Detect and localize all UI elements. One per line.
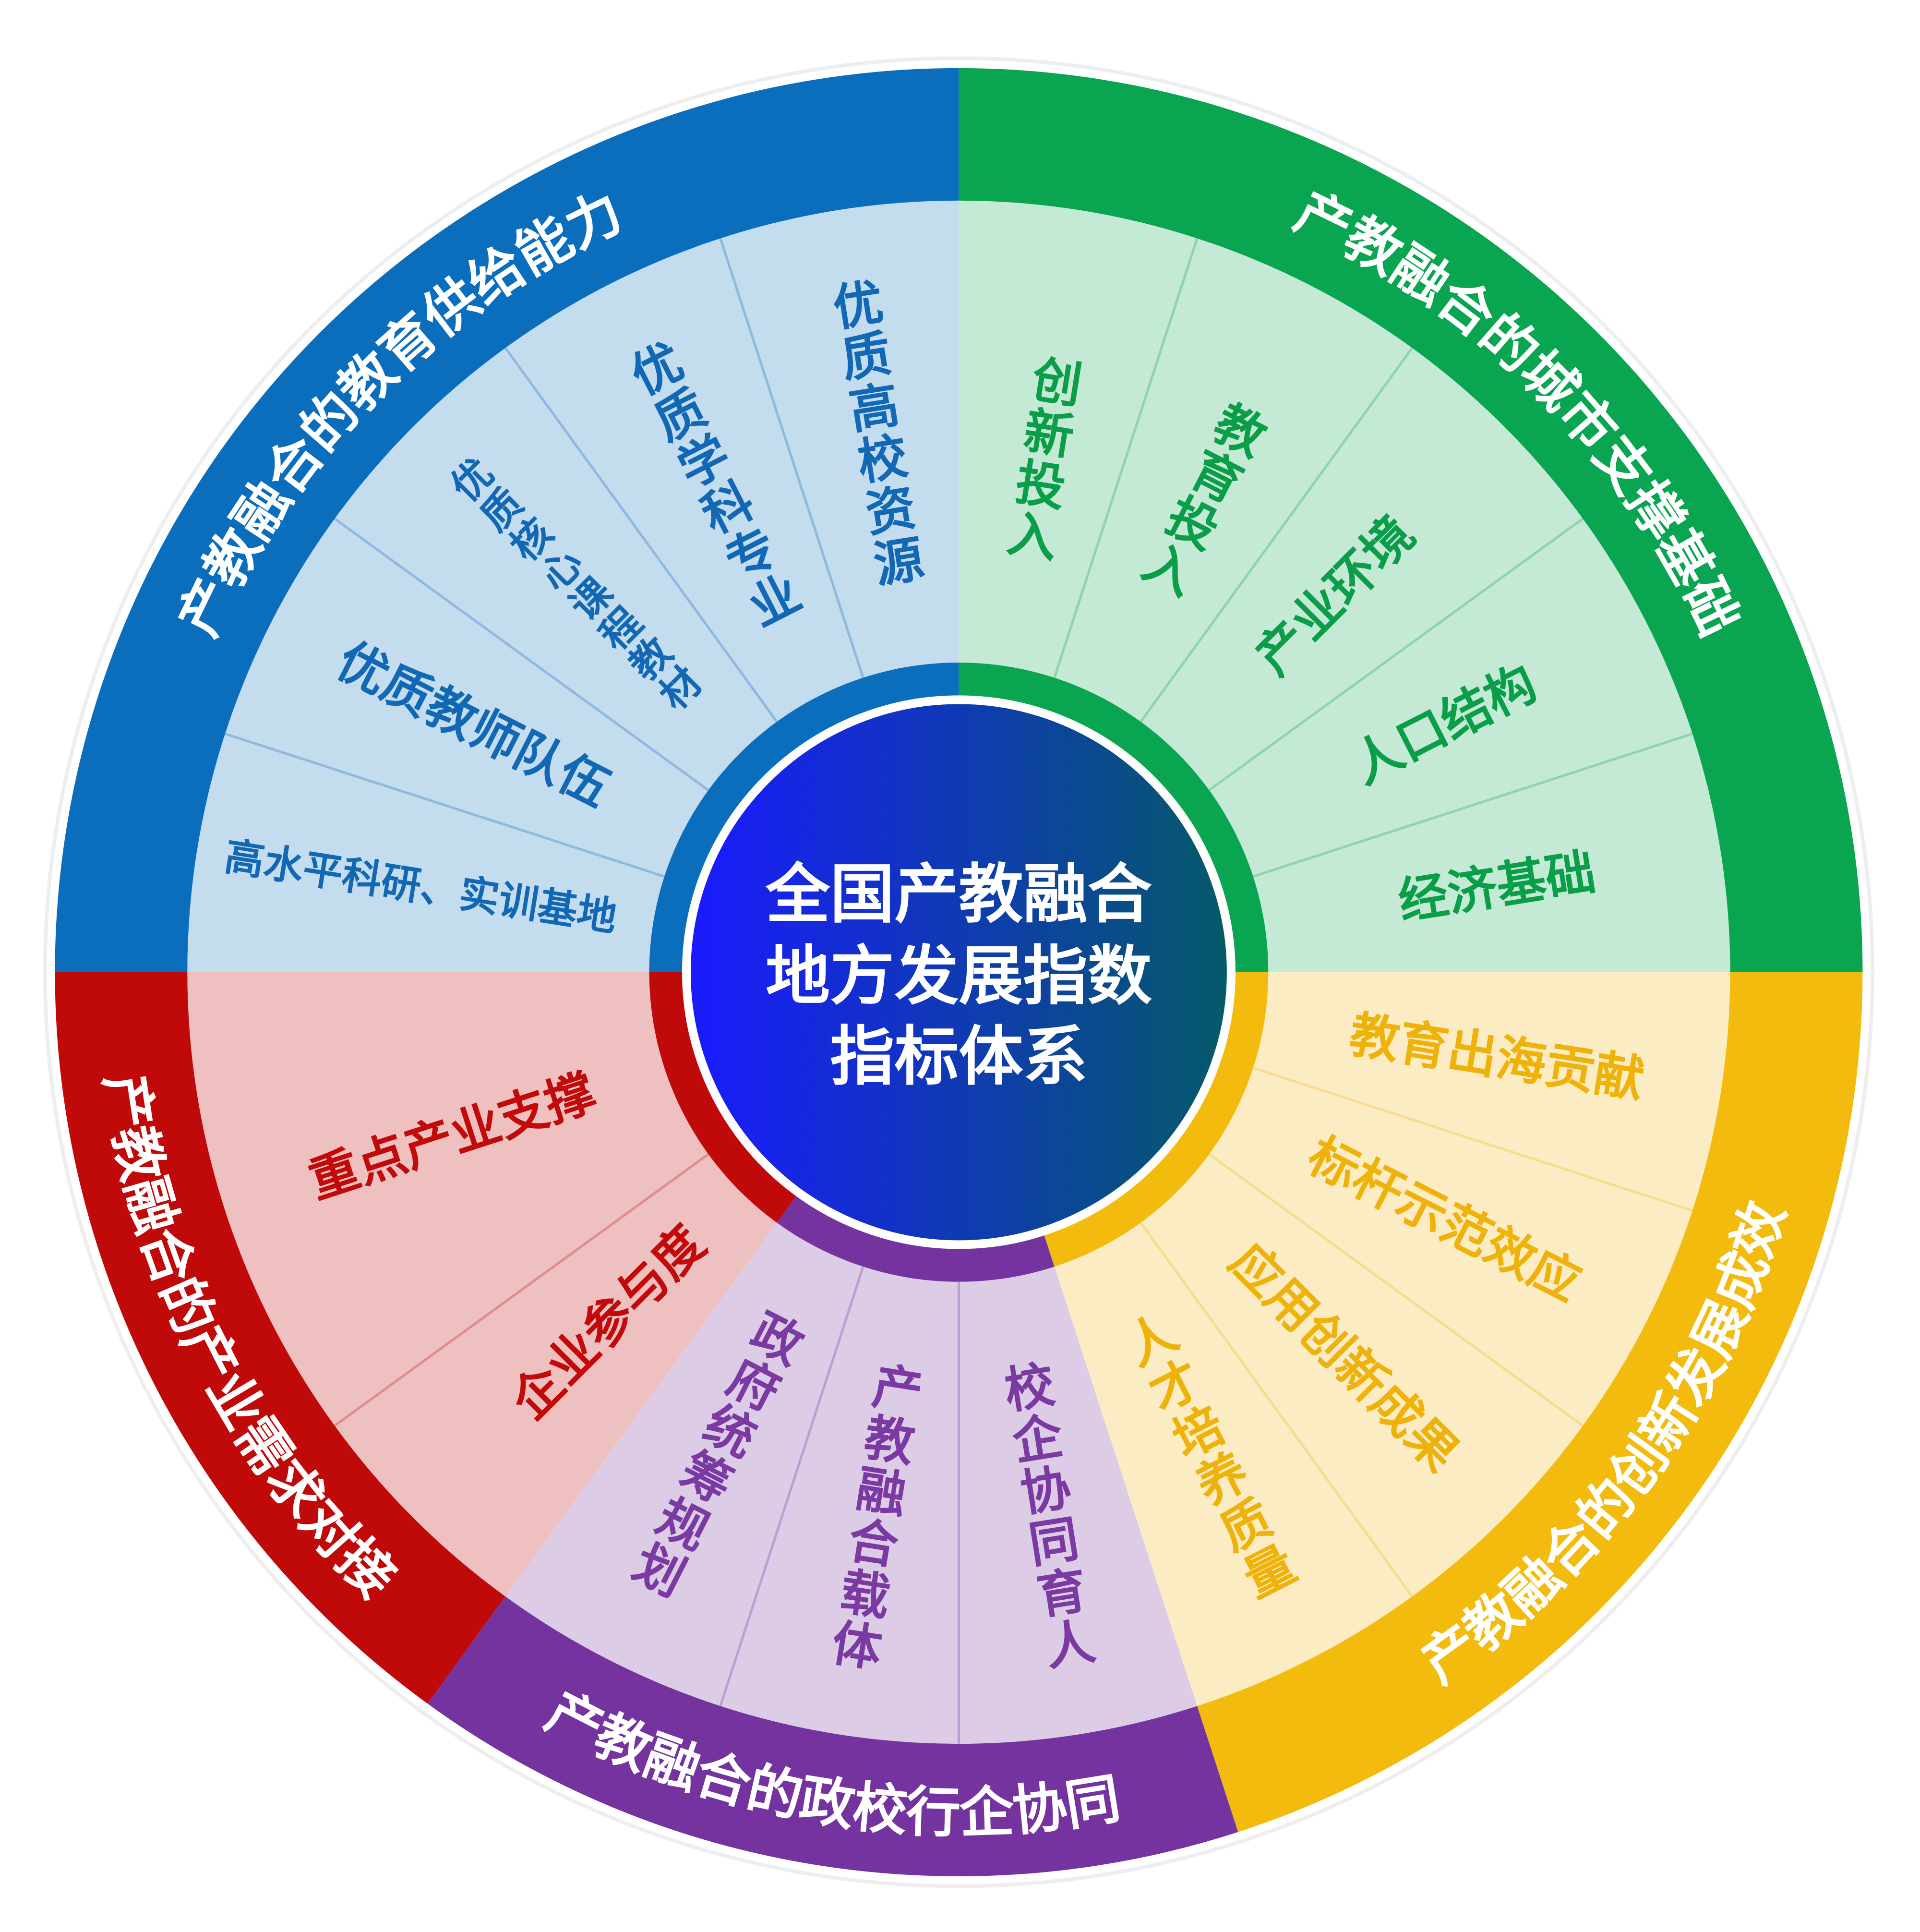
dimension-city-support bbox=[959, 68, 1863, 972]
dimension-outer-band bbox=[55, 68, 959, 972]
dimension-inner-ring bbox=[649, 663, 959, 972]
center-title-line-3: 指标体系 bbox=[830, 1019, 1087, 1094]
item-divider bbox=[1252, 1066, 1693, 1212]
center-title-line-1: 全国产教融合 bbox=[765, 857, 1152, 932]
item-divider bbox=[1208, 518, 1584, 791]
dimension-outer-band bbox=[55, 972, 505, 1704]
item-divider bbox=[334, 518, 709, 791]
item-divider bbox=[719, 1266, 864, 1707]
item-divider bbox=[1252, 732, 1693, 878]
dimension-inner-ring bbox=[959, 663, 1269, 972]
item-divider bbox=[225, 732, 665, 878]
item-divider bbox=[719, 238, 864, 678]
dimension-education-supply bbox=[55, 68, 959, 972]
item-divider bbox=[1140, 1222, 1414, 1597]
dimension-outer-band bbox=[959, 68, 1863, 972]
item-divider bbox=[334, 1153, 709, 1427]
dimension-item-area bbox=[959, 200, 1730, 972]
dimension-outer-band bbox=[1197, 972, 1863, 1832]
item-divider bbox=[1208, 1153, 1584, 1427]
dimension-item-area bbox=[1054, 972, 1730, 1706]
center-hub: 全国产教融合 地方发展指数 指标体系 bbox=[682, 695, 1236, 1249]
center-circle bbox=[682, 695, 1236, 1249]
dimension-item-area bbox=[187, 200, 959, 972]
item-divider bbox=[504, 347, 778, 723]
dimension-item-area bbox=[187, 972, 777, 1597]
item-divider bbox=[1140, 347, 1414, 723]
dimension-item-area bbox=[505, 1222, 1198, 1744]
dimension-outer-band bbox=[427, 1596, 1238, 1876]
item-divider bbox=[1053, 238, 1199, 678]
center-title-line-2: 地方发展指数 bbox=[766, 938, 1152, 1014]
